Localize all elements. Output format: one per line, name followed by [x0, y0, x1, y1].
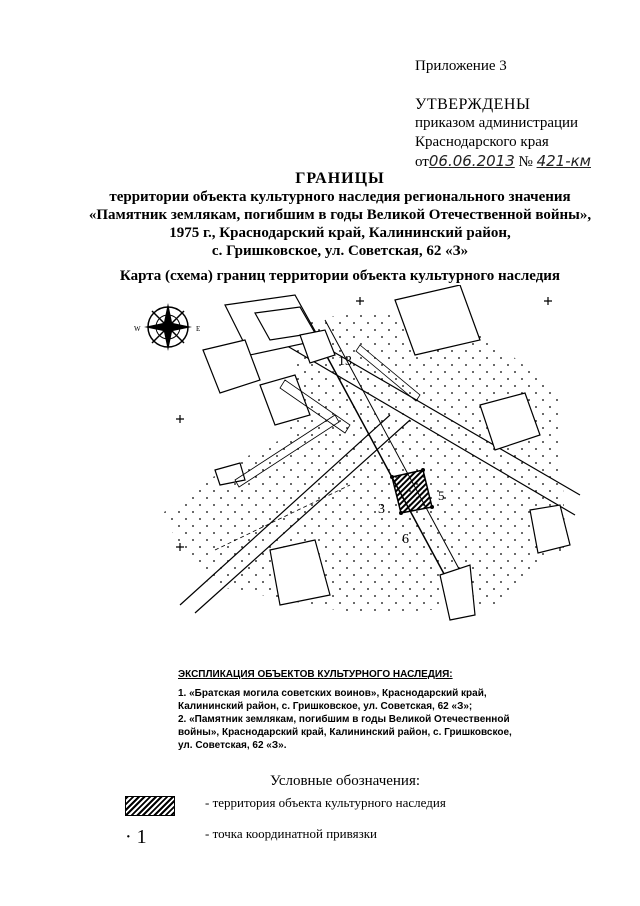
compass-label-w: W: [134, 325, 141, 333]
approval-block: УТВЕРЖДЕНЫ приказом администрации Красно…: [415, 95, 591, 172]
fence-strips: [234, 344, 421, 488]
buildings: [202, 285, 571, 621]
map-label-3: 3: [378, 502, 385, 517]
title-main: ГРАНИЦЫ: [295, 170, 385, 187]
boundary-map: W E: [134, 285, 581, 621]
map-label-5: 5: [438, 488, 445, 503]
explication-block: ЭКСПЛИКАЦИЯ ОБЪЕКТОВ КУЛЬТУРНОГО НАСЛЕДИ…: [178, 668, 528, 752]
map-caption: Карта (схема) границ территории объекта …: [119, 268, 561, 284]
title-line-2: «Памятник землякам, погибшим в годы Вели…: [88, 207, 592, 223]
explication-item-2: 2. «Памятник землякам, погибшим в годы В…: [178, 714, 512, 751]
appendix-label: Приложение 3: [415, 58, 507, 74]
approval-heading: УТВЕРЖДЕНЫ: [415, 96, 531, 113]
compass-label-e: E: [196, 325, 200, 333]
point-symbol: · 1: [125, 826, 147, 848]
approval-line-1: приказом администрации: [415, 115, 579, 131]
explication-item-1: 1. «Братская могила советских воинов», К…: [178, 688, 487, 712]
number-prefix: №: [518, 154, 533, 170]
title-line-1: территории объекта культурного наследия …: [109, 189, 571, 205]
approval-date-line: от06.06.2013 № 421-км: [415, 152, 591, 172]
legend-point: - точка координатной привязки: [205, 826, 377, 841]
road-lines: [179, 314, 581, 614]
title-line-3: 1975 г., Краснодарский край, Калининский…: [169, 225, 511, 241]
date-prefix: от: [415, 154, 429, 170]
coordinate-points: [390, 468, 434, 515]
dotted-zone: [160, 305, 565, 615]
legend-title: Условные обозначения:: [270, 773, 421, 789]
compass-icon: [144, 303, 192, 351]
approval-date: 06.06.2013: [428, 152, 515, 170]
approval-number: 421-км: [536, 152, 591, 170]
map-label-13: 13: [338, 354, 352, 369]
legend-territory: - территория объекта культурного наследи…: [205, 795, 446, 810]
approval-line-2: Краснодарского края: [415, 134, 549, 150]
explication-heading: ЭКСПЛИКАЦИЯ ОБЪЕКТОВ КУЛЬТУРНОГО НАСЛЕДИ…: [178, 669, 453, 680]
territory-swatch-icon: [125, 796, 175, 816]
document-title: ГРАНИЦЫ территории объекта культурного н…: [60, 170, 620, 260]
map-label-6: 6: [402, 532, 409, 547]
title-line-4: с. Гришковское, ул. Советская, 62 «З»: [211, 243, 469, 259]
